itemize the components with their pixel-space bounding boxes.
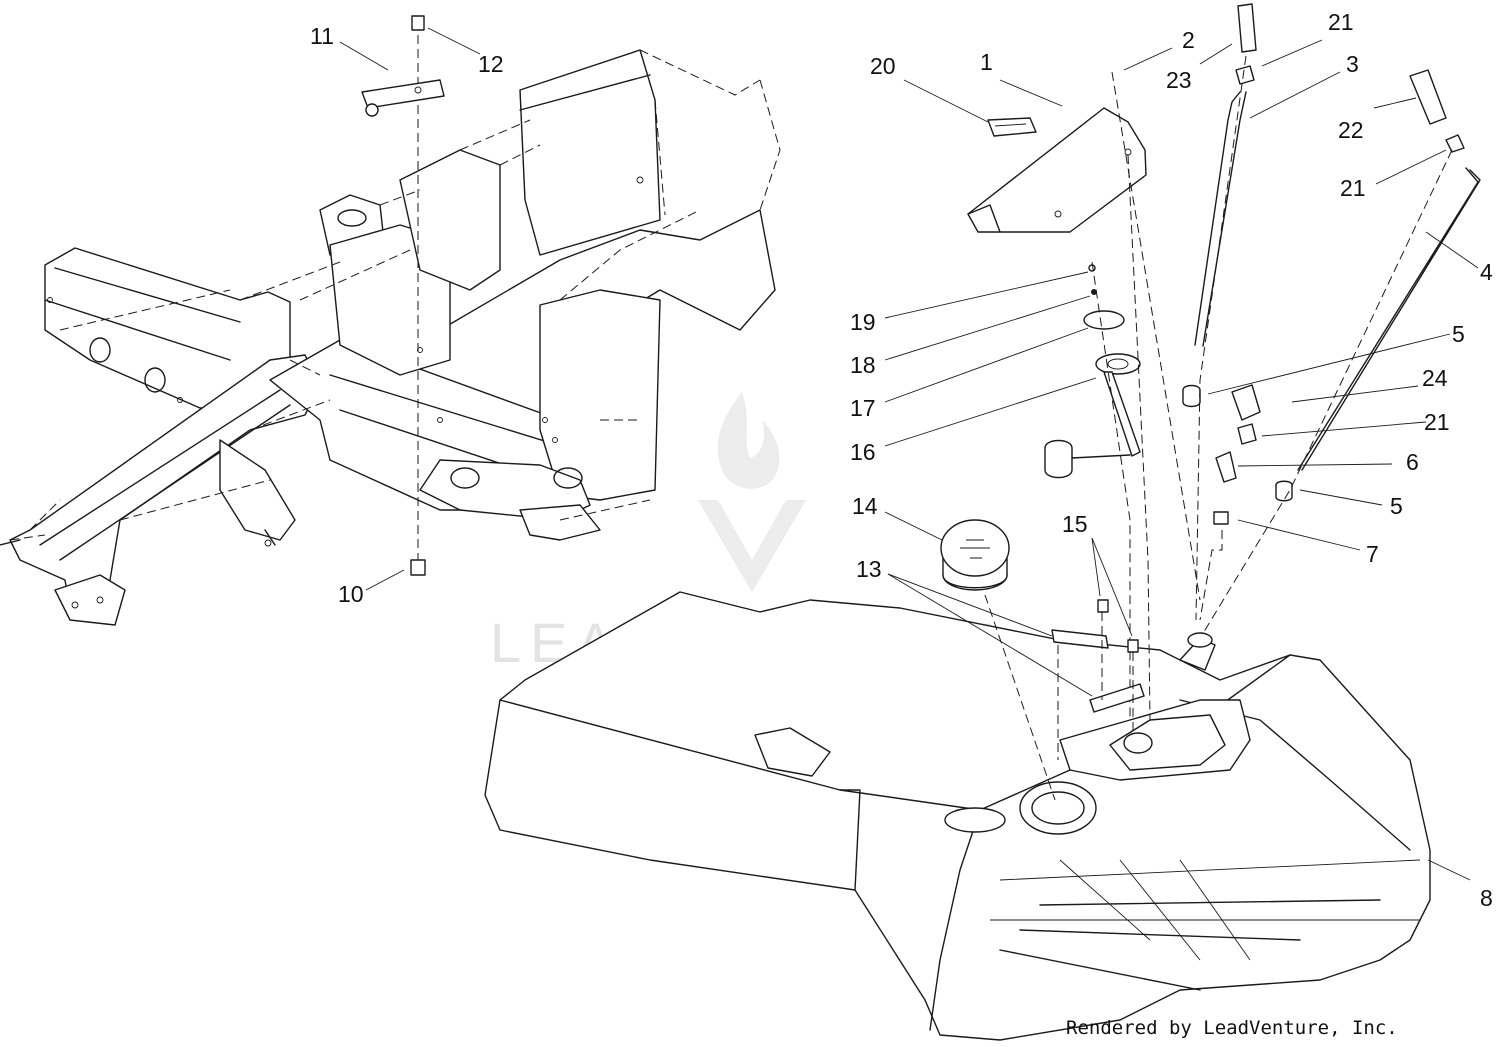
callout-2: 2 [1182,27,1195,53]
frame-projection-lines [9,49,781,541]
frame-assembly [0,49,776,626]
callout-1: 1 [980,49,993,75]
callout-19: 19 [850,309,876,335]
fuel-lines [1111,3,1481,721]
callout-3: 3 [1346,51,1359,77]
clamps-13-15 [1051,599,1145,760]
callout-4: 4 [1480,259,1493,285]
bracket-11-12-10 [361,15,445,576]
callout-11: 11 [310,23,334,49]
callout-18: 18 [850,352,876,378]
fuel-tank [484,591,1431,1041]
callout-24: 24 [1422,365,1448,391]
callout-14: 14 [852,493,878,519]
callout-22: 22 [1338,117,1364,143]
watermark-v-icon [698,500,806,592]
callout-21-low: 21 [1424,409,1450,435]
callout-15: 15 [1062,511,1088,537]
callout-21-mid: 21 [1340,175,1366,201]
watermark-flame-icon [717,392,780,489]
callout-10: 10 [338,581,364,607]
callout-20: 20 [870,53,896,79]
callout-6: 6 [1406,449,1419,475]
render-credit: Rendered by LeadVenture, Inc. [1066,1017,1398,1039]
callout-7: 7 [1366,541,1379,567]
fuel-cap [940,519,1056,801]
callout-23: 23 [1166,67,1192,93]
callouts: 11 12 10 20 1 2 23 21 3 22 21 4 5 24 21 … [310,9,1493,911]
callout-5-upper: 5 [1452,321,1465,347]
heat-shield [967,107,1147,233]
decal-20 [987,117,1037,137]
callout-8: 8 [1480,885,1493,911]
callout-17: 17 [850,395,876,421]
fuel-sender [1044,261,1141,720]
callout-12: 12 [478,51,504,77]
callout-16: 16 [850,439,876,465]
callout-5-lower: 5 [1390,493,1403,519]
callout-13: 13 [856,556,882,582]
callout-21-top: 21 [1328,9,1354,35]
leader-lines [339,27,1479,881]
